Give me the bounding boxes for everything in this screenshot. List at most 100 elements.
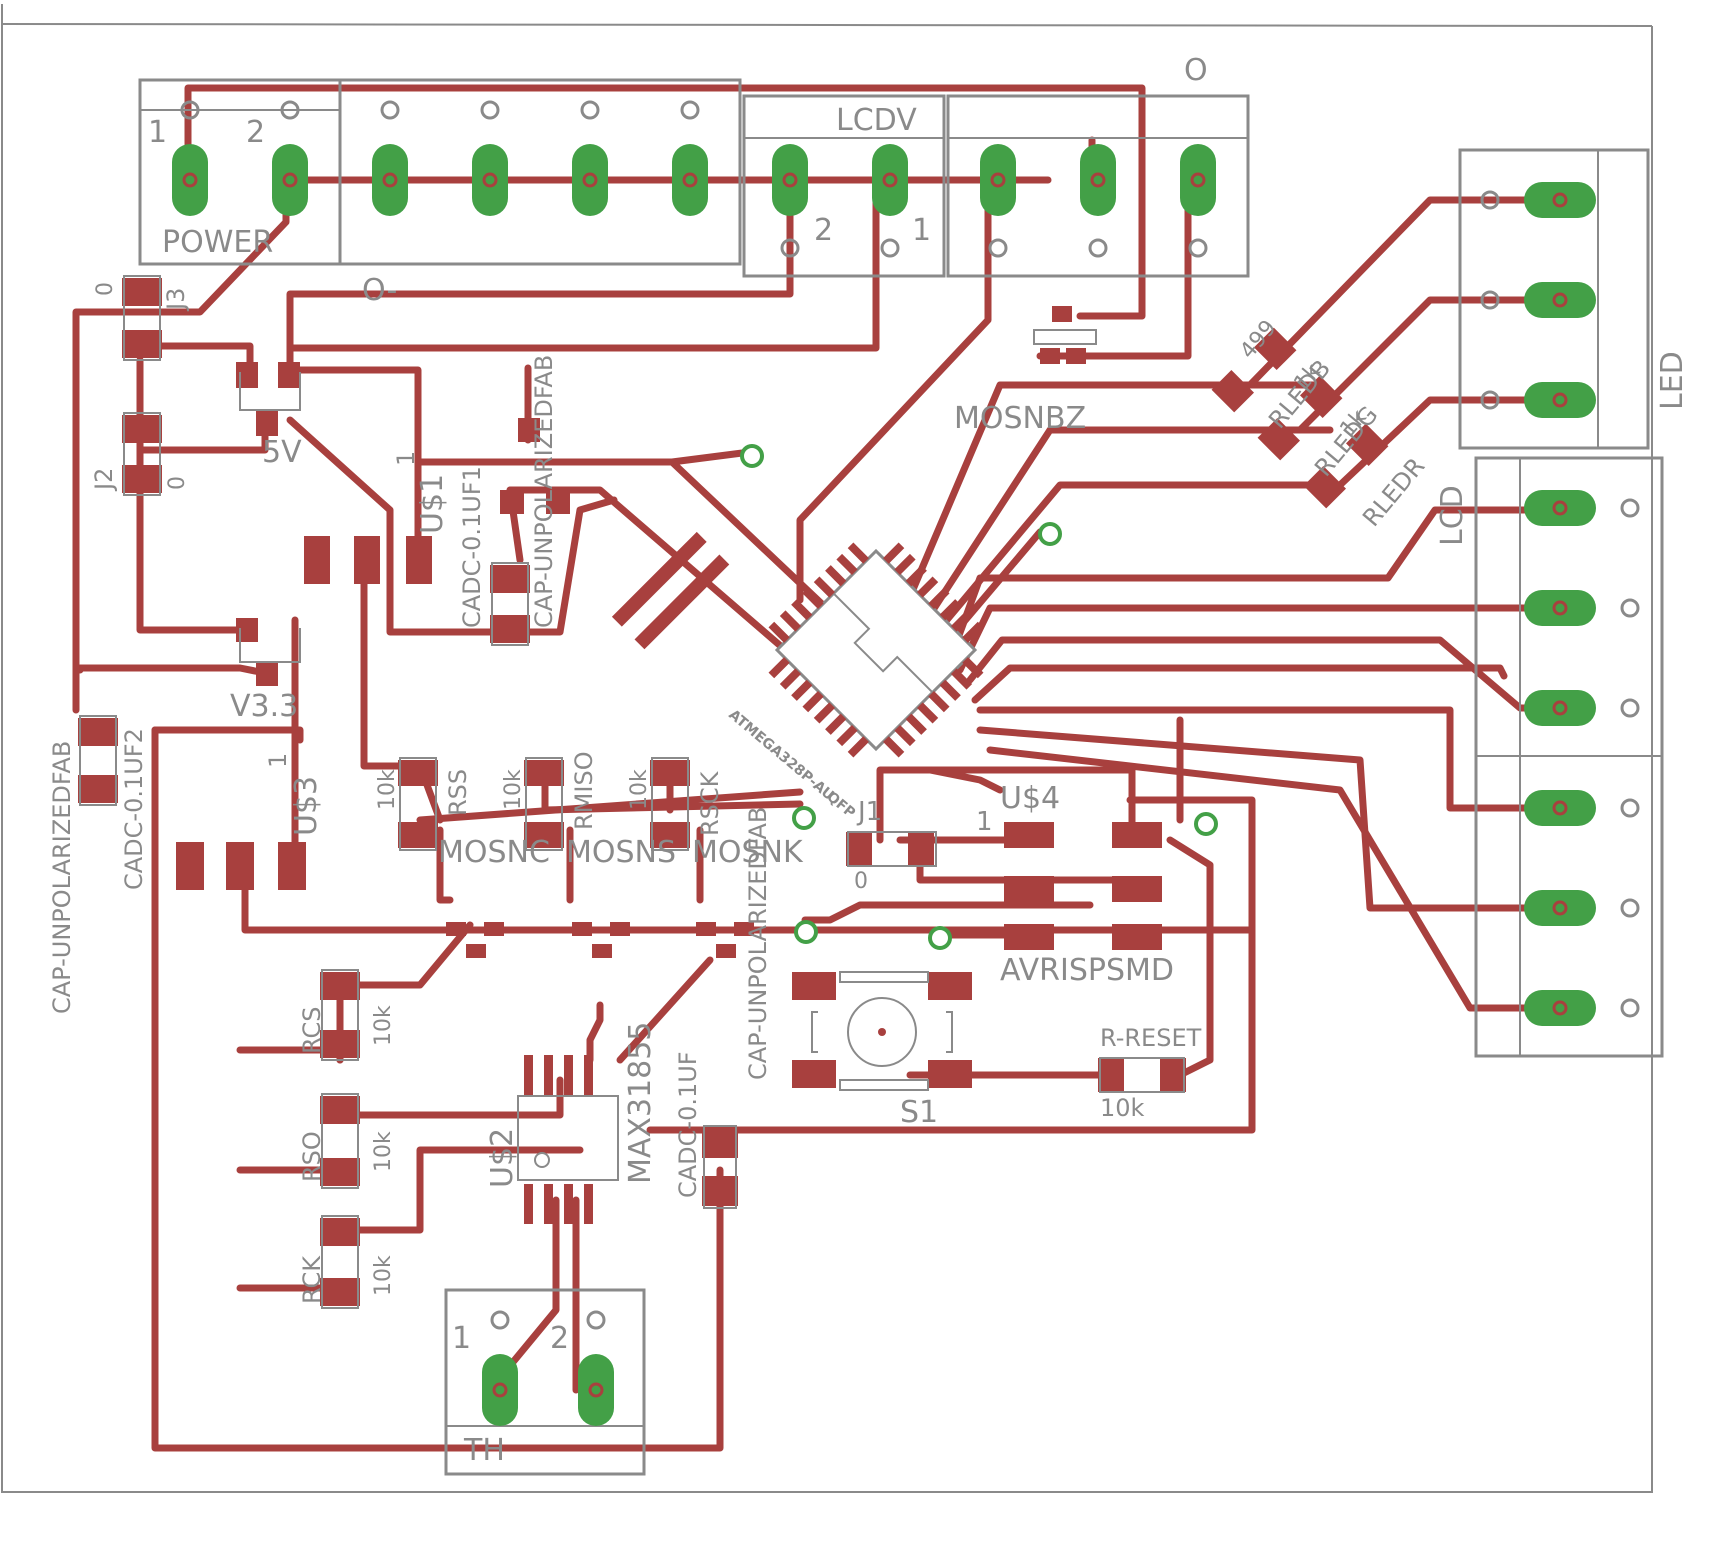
label-th: TH [463,1433,505,1468]
spare-hole [1480,190,1500,210]
pin-pad [482,1354,518,1426]
label-mosnbz: MOSNBZ [954,401,1086,436]
drill-hole [282,172,298,188]
drill-hole [1552,500,1568,516]
pin-pads [172,100,1640,1426]
label-rreset-value: 10k [1100,1094,1145,1122]
header-led [1458,148,1650,450]
spare-hole [1480,290,1500,310]
qfp-pin [939,679,961,701]
spare-hole [1480,390,1500,410]
label-unpol2: CAP-UNPOLARIZEDFAB [48,741,76,1014]
label-led: LED [1655,351,1690,410]
drill-hole [782,172,798,188]
header-lcdv [742,94,946,278]
label-s1: S1 [900,1095,938,1130]
pin-pad [1524,990,1596,1026]
label-o-minus: O- [362,273,397,308]
label-us1: U$1 [415,474,450,534]
pin-pad [1180,144,1216,216]
drill-hole [492,1382,508,1398]
drill-hole [382,172,398,188]
spare-hole [280,100,300,120]
label-j1: J1 [856,797,882,827]
pin-pad [672,144,708,216]
spare-hole [1088,238,1108,258]
label-avrisp: AVRISPSMD [1000,953,1174,988]
label-rsck: RSCK [696,770,724,836]
header-mosnbz [946,94,1250,278]
qfp-pin [883,542,905,564]
component-outlines [79,275,1185,1309]
qfp-pin [962,621,984,643]
qfp-pin [791,679,813,701]
qfp-pin [905,565,927,587]
drill-hole [882,172,898,188]
spare-hole [586,1310,606,1330]
label-5v: 5V [262,435,302,470]
label-rso: RSO [298,1131,326,1182]
header-th [444,1288,646,1476]
smd-pads [78,278,1389,1306]
qfp-pin [825,713,847,735]
pin-pad [372,144,408,216]
qfp-pin [813,576,835,598]
label-rmiso-value: 10k [501,769,526,810]
pin-pad [772,144,808,216]
qfp-pin [813,702,835,724]
vias [740,444,1218,950]
label-lcdv-pin2: 2 [814,213,833,248]
pin-pad [1080,144,1116,216]
qfp-pin [905,713,927,735]
spare-hole [1188,238,1208,258]
label-cadc2: CADC-0.1UF2 [120,728,148,890]
label-j2: J2 [90,468,118,492]
label-v33: V3.3 [230,689,298,724]
spare-hole [1620,698,1640,718]
pin-pad [1524,182,1596,218]
spare-hole [480,100,500,120]
qfp-pin [836,553,858,576]
traces [72,84,1574,1452]
atmega-qfp [768,542,984,758]
label-rmiso: RMISO [570,751,598,830]
drill-hole [1552,1000,1568,1016]
drill-hole [1552,700,1568,716]
pin-pad [1524,282,1596,318]
label-us4-pin1: 1 [976,807,993,837]
drill-hole [1552,292,1568,308]
pin-pad [578,1354,614,1426]
pin-pad [272,144,308,216]
qfp-pin [950,610,973,632]
qfp-pin [950,668,973,690]
drill-hole [588,1382,604,1398]
header-6pin [138,78,742,266]
label-rcs: RCS [298,1007,326,1054]
label-j1-zero: 0 [854,869,868,894]
label-j3-zero: 0 [93,282,118,296]
drill-hole [1552,600,1568,616]
drill-hole [682,172,698,188]
label-rreset: R-RESET [1100,1024,1202,1052]
spare-hole [988,238,1008,258]
drill-hole [1552,900,1568,916]
label-us1-pin1: 1 [392,451,420,466]
label-rso-value: 10k [371,1131,396,1172]
drill-hole [182,172,198,188]
pin-pad [1524,382,1596,418]
label-th-pin1: 1 [452,1321,471,1356]
qfp-pin [894,724,916,747]
drill-hole [990,172,1006,188]
qfp-pin [802,691,824,713]
label-th-pin2: 2 [550,1321,569,1356]
label-lcdv: LCDV [836,103,917,138]
spare-hole [680,100,700,120]
qfp-pin [917,702,939,724]
pin-pad [872,144,908,216]
label-j3: J3 [162,288,190,312]
spare-hole [490,1310,510,1330]
button-s1 [811,971,953,1091]
label-o-top: O [1184,53,1208,88]
qfp-pin [939,599,961,621]
header-lcd [1474,456,1664,1058]
